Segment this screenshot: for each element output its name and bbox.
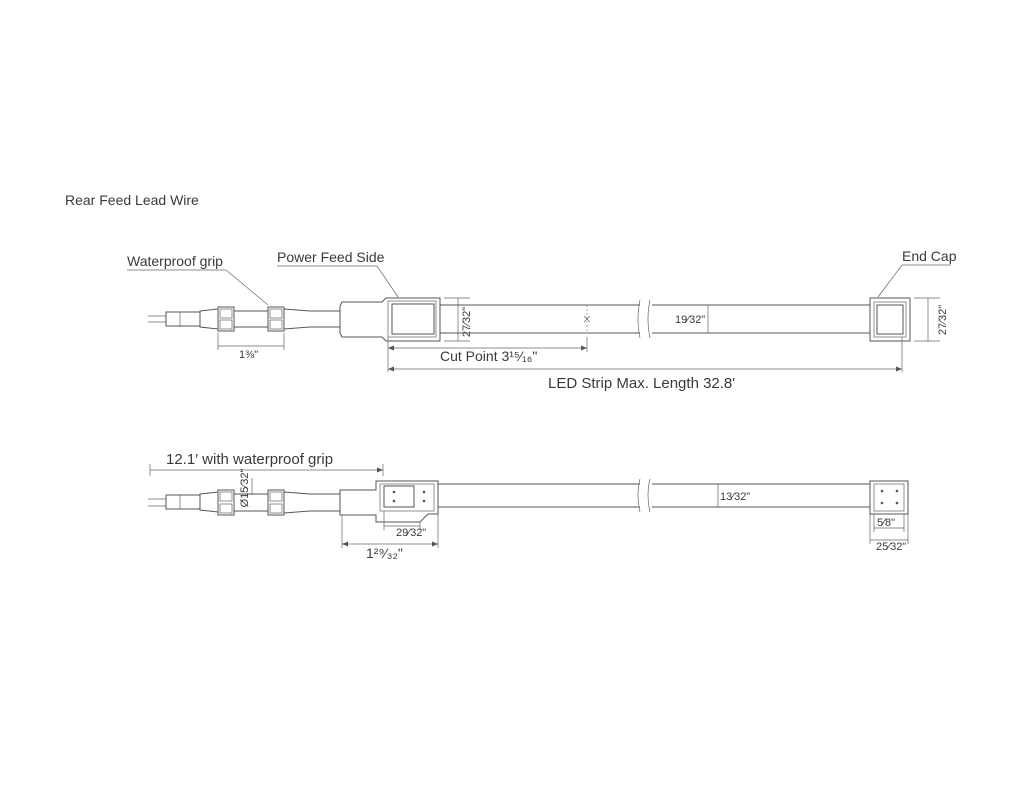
connector-outer-dim: 1²⁹⁄₃₂" — [366, 545, 403, 561]
lead-wires-top — [148, 308, 219, 330]
max-length-dim: LED Strip Max. Length 32.8' — [548, 375, 735, 392]
lead-length-dim: 12.1′ with waterproof grip — [166, 451, 333, 468]
led-strip-top — [440, 299, 870, 339]
end-cap-height-dim: 27⁄32" — [937, 305, 949, 335]
grip-length-dim: 1⅜" — [239, 349, 258, 361]
end-cap-top — [869, 297, 911, 342]
end-cap-outer-dim: 25⁄32" — [876, 541, 906, 553]
diagram-title: Rear Feed Lead Wire — [65, 192, 199, 208]
power-feed-side-label: Power Feed Side — [277, 249, 385, 265]
top-view: Waterproof grip Power Feed Side End Cap — [127, 248, 957, 392]
power-feed-connector-side — [339, 480, 439, 523]
strip-height-side-dim: 13⁄32" — [720, 491, 750, 503]
led-strip-side — [438, 478, 870, 513]
connector-height-dim: 27⁄32" — [461, 307, 473, 337]
waterproof-grip-label: Waterproof grip — [127, 253, 223, 269]
end-cap-inner-dim: 5⁄8" — [877, 517, 895, 529]
strip-height-top-dim: 19⁄32" — [675, 314, 705, 326]
grip-diameter-dim: Ø15⁄32" — [239, 469, 251, 508]
waterproof-grip-top — [217, 306, 341, 332]
side-view: 12.1′ with waterproof grip Ø15⁄32" — [148, 451, 909, 561]
connector-inner-dim: 29⁄32" — [396, 527, 426, 539]
end-cap-label: End Cap — [902, 248, 957, 264]
power-feed-connector-top — [339, 297, 441, 342]
end-cap-side — [869, 480, 909, 515]
waterproof-grip-side — [217, 489, 341, 516]
cut-point-dim: Cut Point 3¹⁵⁄₁₆" — [440, 348, 537, 364]
lead-wires-side — [148, 491, 219, 513]
